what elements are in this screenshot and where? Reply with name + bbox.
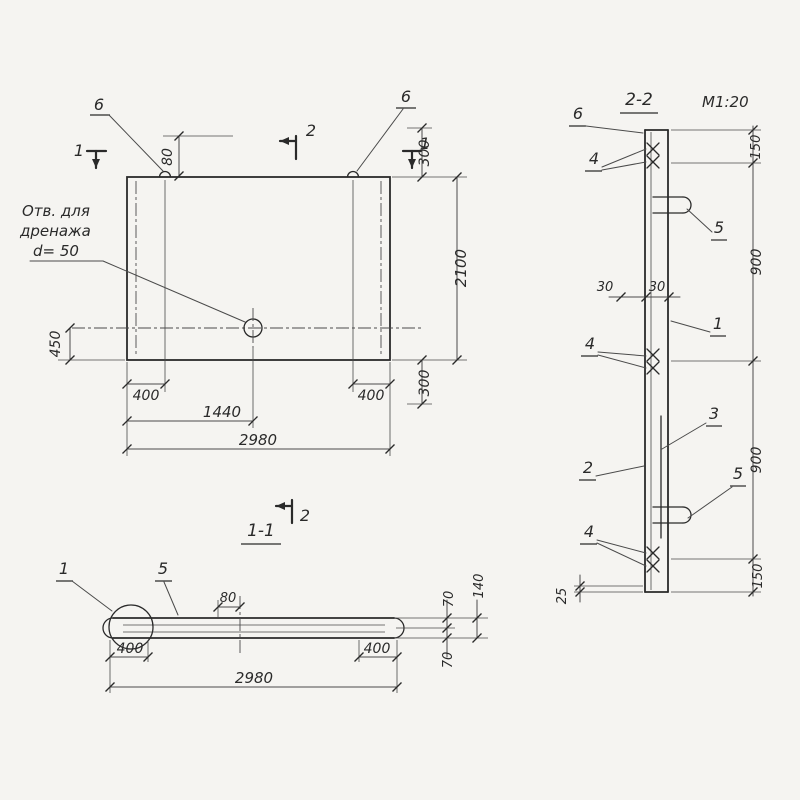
dim-400-right-label: 400 <box>358 388 385 404</box>
section-1-1: 1-1 1 5 80 <box>56 521 488 693</box>
dim-2980-label-s11: 2980 <box>235 669 273 687</box>
plan-section-marks: 1 1 2 2 <box>74 121 430 525</box>
dim-80-small-label: 80 <box>220 591 237 606</box>
lifting-loop-bottom <box>652 506 692 524</box>
dim-30-left-label: 30 <box>597 280 614 295</box>
dim-70-top-label: 70 <box>442 591 457 608</box>
dim-2980-label: 2980 <box>239 431 277 449</box>
drain-note-line1: Отв. для <box>22 202 90 220</box>
plan-callouts: 6 6 <box>90 87 416 172</box>
section-2-2: 2-2 М1:20 <box>555 90 766 604</box>
drain-note-leader <box>102 260 246 323</box>
drain-note-line2: дренажа <box>19 222 91 240</box>
section-2-mark-top-label: 2 <box>306 121 316 140</box>
callout-4-bottom-label: 4 <box>584 522 594 541</box>
anchor-marks <box>646 142 660 573</box>
drain-note-line3: d= 50 <box>33 242 79 260</box>
dim-30-right-label: 30 <box>649 280 666 295</box>
dim-150-bottom-label: 150 <box>751 564 766 589</box>
dim-70-bottom-label: 70 <box>441 652 456 669</box>
dim-400-left-label: 400 <box>133 388 160 404</box>
dim-25-label: 25 <box>555 588 570 605</box>
plan-view: 1 1 2 2 6 6 Отв. для дренажа d= 50 <box>19 87 470 525</box>
lifting-loop-right <box>346 170 360 178</box>
slab-profile <box>102 596 405 653</box>
dim-1440-label: 1440 <box>203 403 241 421</box>
section-1-1-callouts: 1 5 <box>56 559 179 616</box>
section-1-mark-right-label: 1 <box>420 134 430 153</box>
callout-1-label: 1 <box>59 559 69 578</box>
callout-5-top-label: 5 <box>714 218 724 237</box>
dim-140-label: 140 <box>472 574 487 599</box>
dim-80-label: 80 <box>160 148 176 166</box>
dim-900-top-label: 900 <box>749 249 765 276</box>
section-1-mark-left-label: 1 <box>74 141 84 160</box>
lifting-loop-top <box>652 196 692 214</box>
callout-2-label: 2 <box>583 458 593 477</box>
section-2-2-title: 2-2 <box>625 90 653 110</box>
dim-300-top-label: 300 <box>417 140 433 167</box>
callout-6-left-label: 6 <box>94 95 104 114</box>
callout-6-label-s22: 6 <box>573 104 583 123</box>
scale-label: М1:20 <box>702 93 749 111</box>
dim-400-left-label-s11: 400 <box>117 641 144 657</box>
plan-dimensions: 80 300 2100 300 450 <box>48 122 470 456</box>
dim-400-right-label-s11: 400 <box>364 641 391 657</box>
callout-3-label: 3 <box>709 404 719 423</box>
callout-5-label: 5 <box>158 559 168 578</box>
lifting-loop-left <box>158 170 172 178</box>
callout-1-label-s22: 1 <box>713 314 723 333</box>
callout-5-bottom-label: 5 <box>733 464 743 483</box>
callout-4-mid-label: 4 <box>585 334 595 353</box>
plan-drain-note: Отв. для дренажа d= 50 <box>19 202 246 323</box>
section-1-1-dimensions: 80 70 70 140 400 400 2980 <box>104 574 488 693</box>
callout-4-top-label: 4 <box>589 149 599 168</box>
section-1-1-title: 1-1 <box>247 521 275 541</box>
panel-outline <box>72 170 423 361</box>
dim-300-bottom-label: 300 <box>417 370 433 397</box>
dim-450-label: 450 <box>48 331 64 358</box>
section-2-2-callouts: 6 4 5 1 4 3 2 5 4 <box>569 104 746 567</box>
detail-circle <box>108 604 154 650</box>
dim-150-top-label: 150 <box>749 135 764 160</box>
dim-900-bottom-label: 900 <box>749 447 765 474</box>
callout-6-right-label: 6 <box>401 87 411 106</box>
dim-2100-label: 2100 <box>452 249 470 287</box>
section-2-2-dimensions: 30 30 150 900 900 150 25 <box>555 124 766 605</box>
section-2-mark-bottom-label: 2 <box>300 506 310 525</box>
panel-edge-profile <box>644 129 669 593</box>
